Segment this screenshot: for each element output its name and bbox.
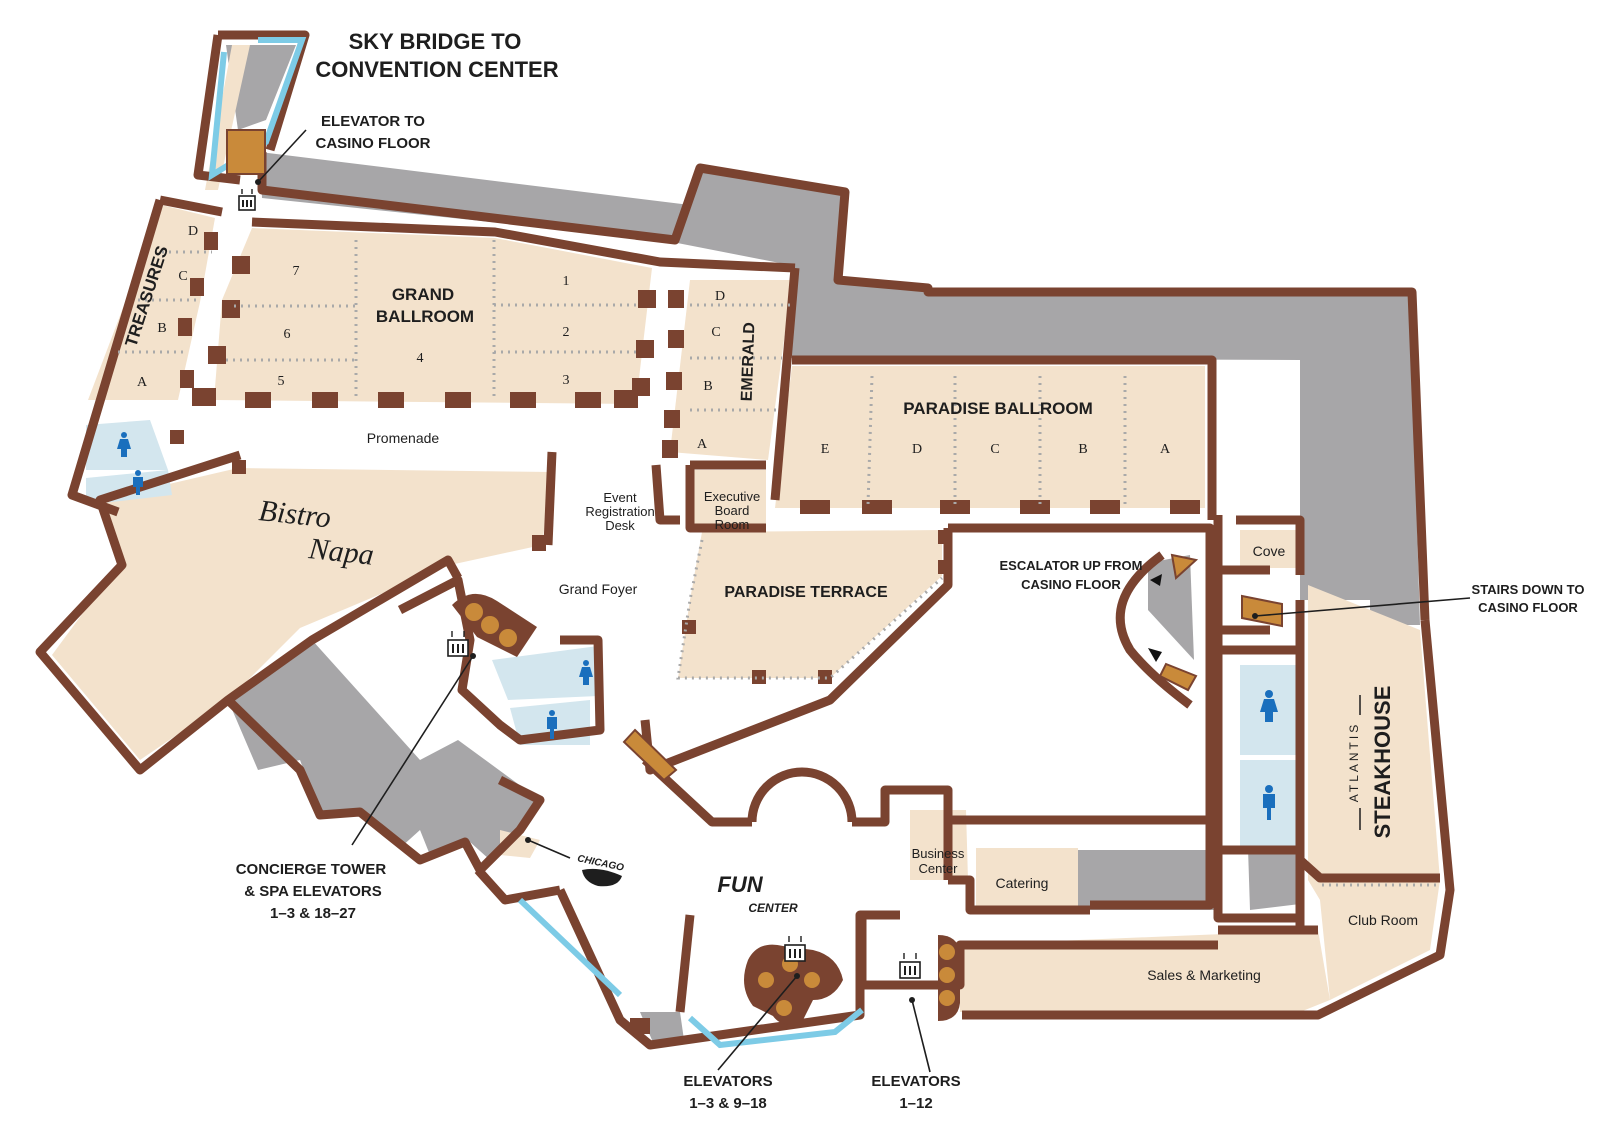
elevator-casino-label: CASINO FLOOR bbox=[316, 135, 431, 152]
grand-foyer-label: Grand Foyer bbox=[559, 581, 638, 597]
business-center-label: Business bbox=[912, 846, 965, 861]
escalator-arrow-icon bbox=[1148, 648, 1162, 662]
elevator-icons bbox=[238, 189, 921, 979]
escalator-arrow-icon bbox=[1150, 574, 1162, 586]
steakhouse-brand: ATLANTIS bbox=[1347, 722, 1361, 802]
svg-text:7: 7 bbox=[293, 264, 300, 279]
svg-text:A: A bbox=[137, 375, 148, 390]
svg-text:5: 5 bbox=[278, 374, 285, 389]
sky-bridge-label: CONVENTION CENTER bbox=[315, 57, 558, 82]
grand-ballroom-label: GRAND bbox=[392, 285, 454, 304]
womens-restroom-icon bbox=[117, 432, 131, 457]
stairs-down-label: CASINO FLOOR bbox=[1478, 600, 1578, 615]
rooms bbox=[52, 45, 1440, 1012]
fun-center-logo: FUN bbox=[717, 872, 763, 897]
svg-text:D: D bbox=[715, 289, 725, 304]
escalator-icon bbox=[1170, 553, 1199, 580]
svg-text:C: C bbox=[711, 325, 720, 340]
cove-room[interactable] bbox=[1240, 530, 1296, 568]
escalator-icon bbox=[1158, 662, 1198, 692]
club-room-label: Club Room bbox=[1348, 912, 1418, 928]
mens-restroom-icon bbox=[133, 470, 143, 495]
restroom-icons bbox=[117, 432, 1278, 820]
catering-label: Catering bbox=[996, 875, 1049, 891]
emerald-label: EMERALD bbox=[739, 322, 759, 402]
grand-ballroom-label: BALLROOM bbox=[376, 307, 474, 326]
svg-text:C: C bbox=[990, 442, 999, 457]
atlantis-steakhouse[interactable] bbox=[1308, 585, 1440, 880]
executive-board-label: Room bbox=[715, 517, 750, 532]
svg-text:4: 4 bbox=[417, 351, 424, 366]
escalator-label: CASINO FLOOR bbox=[1021, 577, 1121, 592]
steakhouse-name: STEAKHOUSE bbox=[1370, 686, 1395, 839]
elevators-label: 1–12 bbox=[899, 1095, 932, 1112]
elevator-icon bbox=[899, 953, 921, 979]
stairs-icon bbox=[226, 129, 266, 175]
svg-text:6: 6 bbox=[284, 327, 291, 342]
stairs-down-label: STAIRS DOWN TO bbox=[1472, 582, 1585, 597]
paradise-ballroom-label: PARADISE BALLROOM bbox=[903, 399, 1093, 418]
promenade-label: Promenade bbox=[367, 430, 440, 446]
stairs bbox=[226, 129, 1283, 782]
bistro-napa-logo: Napa bbox=[306, 532, 375, 572]
sales-marketing[interactable] bbox=[960, 930, 1330, 1012]
executive-board-room[interactable] bbox=[694, 470, 766, 525]
labels: SKY BRIDGE TO CONVENTION CENTER ELEVATOR… bbox=[122, 29, 1585, 1112]
event-registration-label: Desk bbox=[605, 518, 635, 533]
paradise-terrace-label: PARADISE TERRACE bbox=[724, 584, 888, 601]
elevators-label: 1–3 & 9–18 bbox=[689, 1095, 767, 1112]
business-center-label: Center bbox=[918, 861, 958, 876]
bistro-napa-logo: Bistro bbox=[257, 494, 332, 534]
elevators-label: ELEVATORS bbox=[683, 1073, 772, 1090]
svg-text:3: 3 bbox=[563, 373, 570, 388]
elevator-icon bbox=[784, 936, 806, 962]
mens-restroom-icon bbox=[547, 710, 557, 739]
escalator-label: ESCALATOR UP FROM bbox=[999, 558, 1142, 573]
womens-restroom-icon bbox=[1260, 690, 1278, 722]
svg-text:D: D bbox=[188, 224, 198, 239]
svg-text:D: D bbox=[912, 442, 922, 457]
leader-lines bbox=[255, 129, 1471, 1073]
sales-marketing-label: Sales & Marketing bbox=[1147, 967, 1261, 983]
business-center[interactable] bbox=[910, 810, 968, 880]
bistro-napa[interactable] bbox=[52, 468, 552, 760]
stairs-icon bbox=[622, 728, 678, 782]
sky-bridge-label: SKY BRIDGE TO bbox=[349, 29, 522, 54]
catering-room[interactable] bbox=[976, 848, 1078, 910]
elevator-icon bbox=[447, 631, 469, 657]
svg-text:A: A bbox=[697, 437, 708, 452]
mens-restroom-icon bbox=[1263, 785, 1275, 820]
paradise-ballroom[interactable] bbox=[775, 366, 1205, 508]
elevator-casino-label: ELEVATOR TO bbox=[321, 113, 425, 130]
executive-board-label: Board bbox=[715, 503, 750, 518]
executive-board-label: Executive bbox=[704, 489, 760, 504]
stairs-icon bbox=[1241, 594, 1283, 628]
elevator-banks bbox=[452, 593, 960, 1025]
concierge-label: 1–3 & 18–27 bbox=[270, 905, 356, 922]
concierge-label: CONCIERGE TOWER bbox=[236, 861, 387, 878]
svg-text:B: B bbox=[703, 379, 712, 394]
elevators-label: ELEVATORS bbox=[871, 1073, 960, 1090]
svg-text:E: E bbox=[821, 442, 830, 457]
pillars bbox=[170, 232, 1200, 1034]
event-registration-label: Event bbox=[603, 490, 637, 505]
svg-text:C: C bbox=[178, 269, 187, 284]
elevator-icon bbox=[238, 189, 256, 211]
womens-restroom-icon bbox=[579, 660, 593, 685]
cove-label: Cove bbox=[1253, 543, 1286, 559]
room-dividers bbox=[118, 240, 1440, 887]
svg-text:B: B bbox=[1078, 442, 1087, 457]
emerald-room[interactable] bbox=[670, 280, 792, 460]
svg-text:B: B bbox=[157, 321, 166, 336]
svg-text:A: A bbox=[1160, 442, 1171, 457]
paradise-terrace[interactable] bbox=[678, 530, 942, 678]
grand-ballroom[interactable] bbox=[214, 228, 652, 404]
fun-center-logo: CENTER bbox=[748, 901, 798, 915]
event-registration-label: Registration bbox=[585, 504, 654, 519]
club-room[interactable] bbox=[1308, 880, 1440, 1000]
concierge-label: & SPA ELEVATORS bbox=[244, 883, 382, 900]
svg-text:1: 1 bbox=[563, 274, 570, 289]
svg-text:2: 2 bbox=[563, 325, 570, 340]
